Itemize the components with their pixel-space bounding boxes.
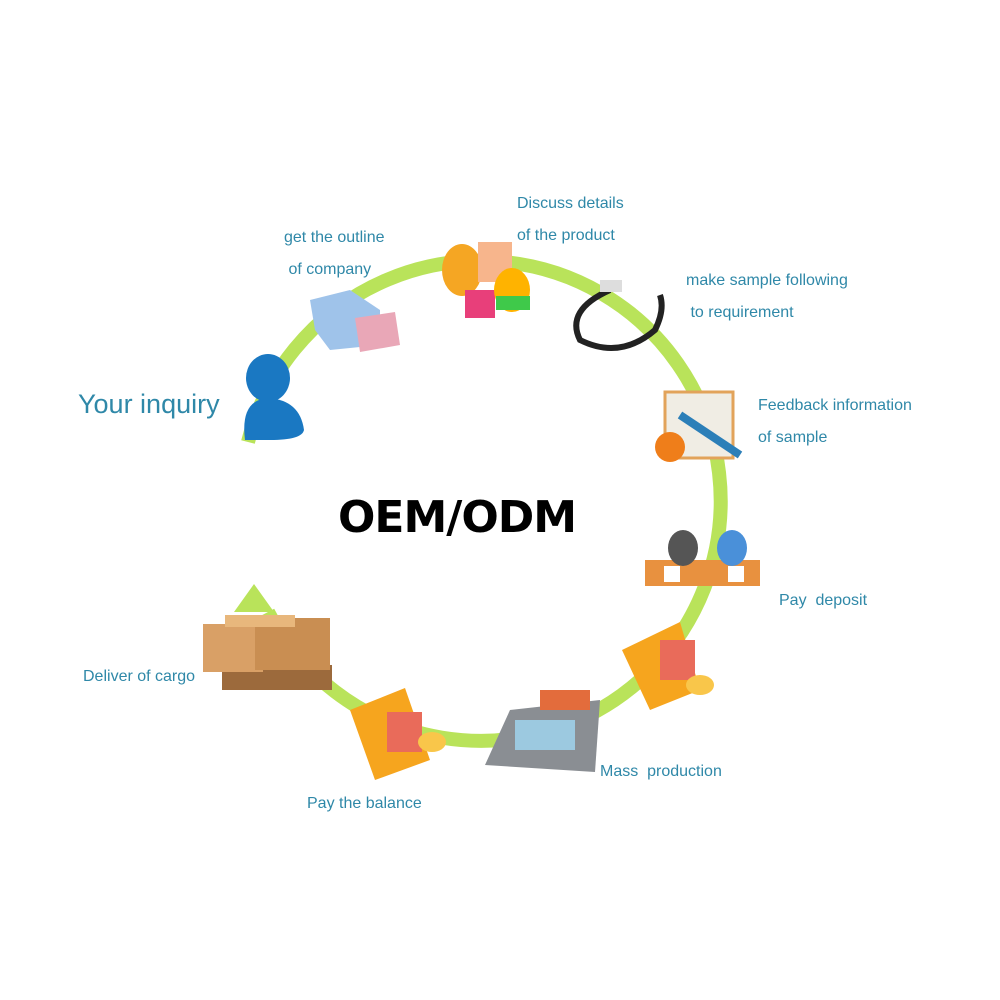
cable-icon — [573, 280, 665, 351]
speech-bubbles-icon — [442, 242, 530, 318]
step-feedback: Feedback information of sample — [758, 397, 912, 446]
negotiation-icon — [645, 530, 760, 586]
step-pay-deposit: Pay deposit — [779, 592, 868, 609]
step-pay-balance: Pay the balance — [307, 795, 422, 812]
diagram-title: OEM/ODM — [338, 492, 577, 543]
factory-icon — [485, 690, 600, 772]
step-deliver-cargo: Deliver of cargo — [83, 668, 196, 685]
cargo-boxes-icon — [203, 615, 332, 690]
step-discuss-details: Discuss details of the product — [517, 195, 624, 244]
folder-balance-icon — [350, 688, 446, 780]
person-icon — [244, 354, 304, 440]
step-company-outline: get the outline of company — [284, 229, 385, 278]
step-make-sample: make sample following to requirement — [686, 272, 848, 321]
building-icon — [310, 290, 400, 352]
step-mass-production: Mass production — [600, 763, 722, 780]
arrow-head-icon — [234, 584, 274, 612]
step-your-inquiry: Your inquiry — [78, 389, 220, 419]
clipboard-pencil-icon — [655, 390, 743, 462]
folder-payment-icon — [622, 622, 714, 710]
